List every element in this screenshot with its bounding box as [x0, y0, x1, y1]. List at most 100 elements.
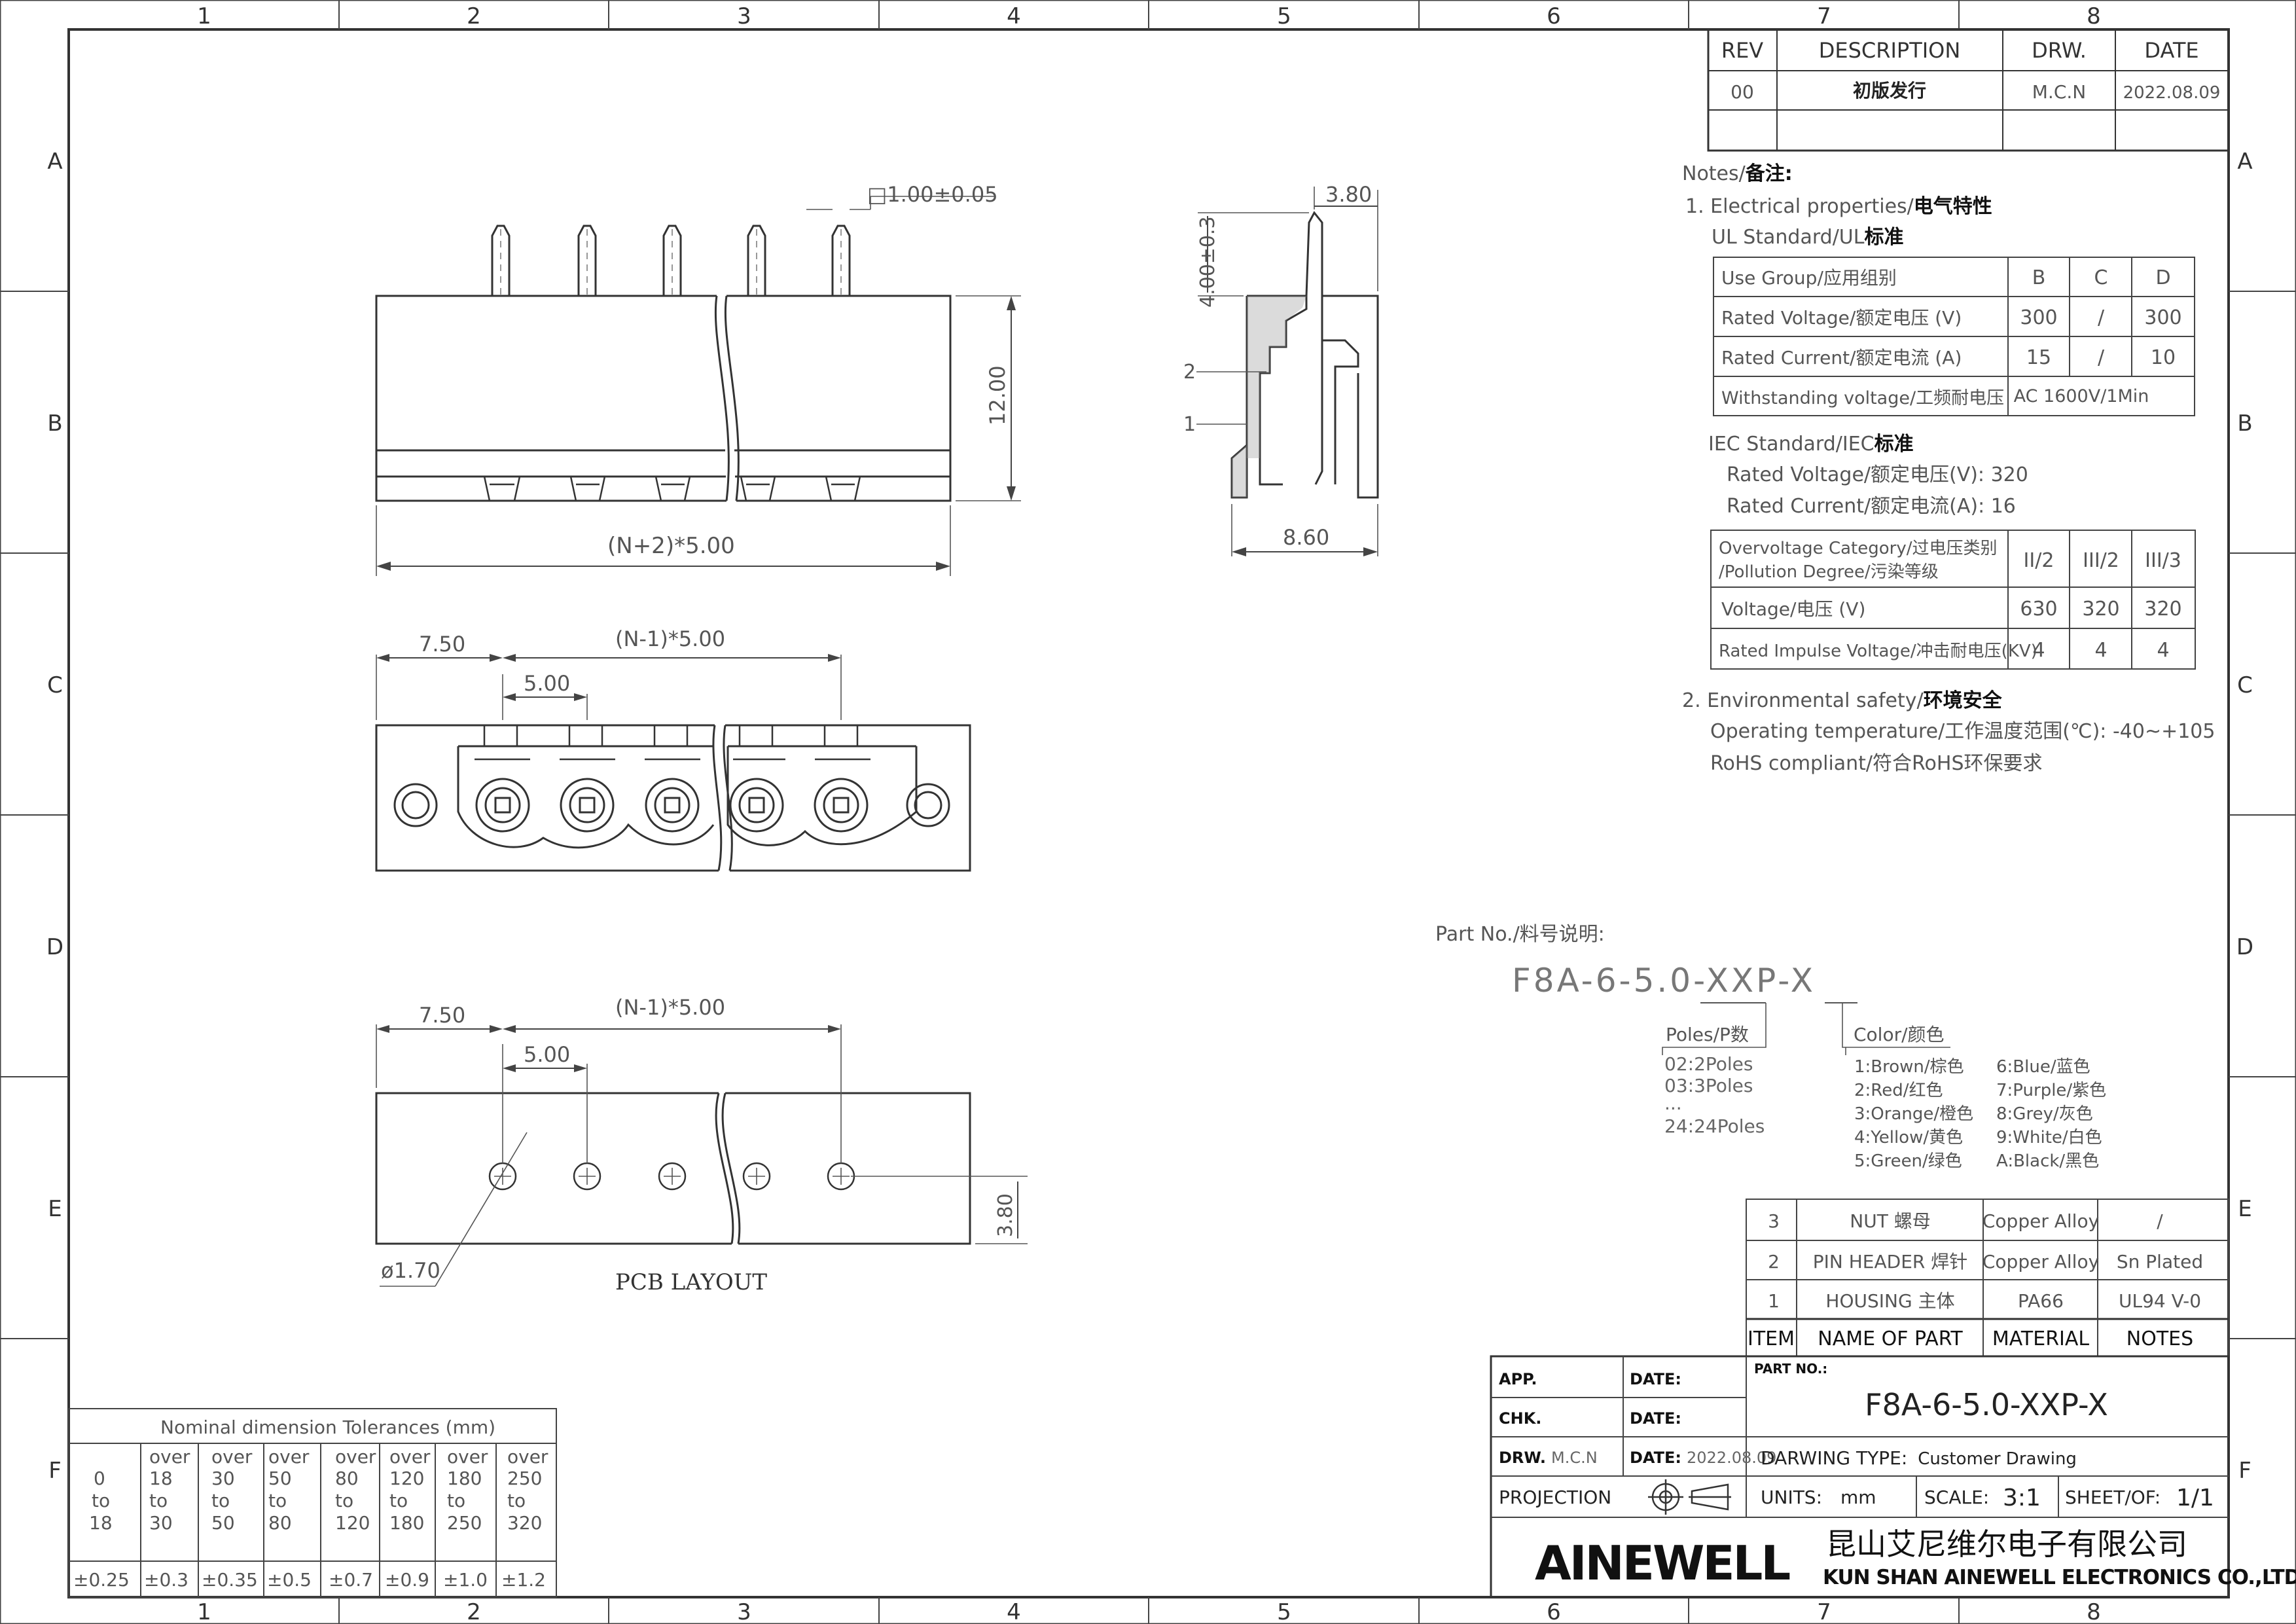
drw-label: DRW.: [1499, 1449, 1546, 1467]
tolerance-range: 180: [389, 1512, 424, 1534]
color-option: 3:Orange/橙色: [1854, 1104, 1973, 1124]
tolerance-range: 30: [211, 1468, 235, 1489]
col-label: 2: [467, 3, 481, 29]
bom-table: 3 NUT 螺母 Copper Alloy / 2 PIN HEADER 焊针 …: [1746, 1199, 2229, 1357]
note-2: 2. Environmental safety/: [1682, 689, 1924, 712]
svg-text:DARWING TYPE:Customer Drawing: DARWING TYPE: Customer Drawing: [1761, 1447, 2077, 1469]
part-no-code: F8A-6-5.0-XXP-X: [1512, 962, 1816, 1000]
ul-row-label: Rated Voltage/额定电压 (V): [1721, 307, 1962, 329]
color-title: Color/颜色: [1854, 1024, 1945, 1045]
iec-rated-voltage: Rated Voltage/额定电压(V): 320: [1727, 463, 2028, 486]
poles-option: 02:2Poles: [1664, 1053, 1753, 1075]
tolerance-range: 320: [507, 1512, 542, 1534]
color-option: 7:Purple/紫色: [1996, 1081, 2106, 1100]
tolerance-value: ±0.25: [73, 1569, 130, 1591]
iec-cell: III/3: [2145, 549, 2181, 572]
bom-item: 1: [1768, 1290, 1780, 1312]
tolerance-value: ±0.9: [385, 1569, 429, 1591]
row-label: B: [47, 410, 62, 437]
tolerance-value: ±0.7: [329, 1569, 373, 1591]
notes-title: Notes/: [1682, 162, 1746, 185]
row-label: A: [47, 149, 62, 175]
svg-text:Notes/备注:: Notes/备注:: [1682, 162, 1793, 185]
bom-notes: Sn Plated: [2117, 1251, 2203, 1272]
row-label: C: [2237, 672, 2253, 698]
tolerance-range: over: [335, 1446, 376, 1468]
pin-size-dimension: □1.00±0.05: [867, 182, 998, 207]
edge-dimension: 7.50: [419, 632, 465, 657]
tolerance-range: to: [389, 1490, 408, 1511]
tolerance-range: 180: [447, 1468, 482, 1489]
revision-table: REV DESCRIPTION DRW. DATE 00 初版发行 M.C.N …: [1707, 28, 2230, 152]
col-label: 3: [737, 3, 751, 29]
ul-table: Use Group/应用组别 Rated Voltage/额定电压 (V) Ra…: [1713, 257, 2195, 416]
col-label: 3: [737, 1599, 751, 1624]
tolerance-range: 50: [268, 1468, 292, 1489]
projection-symbol-icon: [1648, 1479, 1731, 1515]
tolerance-range: 18: [89, 1512, 113, 1534]
row-label: D: [2236, 934, 2253, 960]
tolerance-range: to: [507, 1490, 526, 1511]
pcb-span-dimension: (N-1)*5.00: [615, 995, 725, 1020]
iec-cell: 4: [2032, 639, 2045, 662]
rev-header: REV: [1721, 38, 1763, 63]
pcb-height-dimension: 3.80: [994, 1193, 1017, 1237]
date-label: DATE:: [1630, 1449, 1681, 1467]
svg-text:IEC Standard/IEC标准: IEC Standard/IEC标准: [1708, 433, 1914, 456]
ul-cell: 300: [2144, 306, 2181, 329]
tolerance-range: over: [389, 1446, 431, 1468]
tolerance-range: over: [507, 1446, 548, 1468]
pitch-dimension: 5.00: [524, 671, 570, 696]
ul-cell: /: [2098, 346, 2105, 369]
poles-title: Poles/P数: [1666, 1024, 1749, 1045]
height-dimension: 12.00: [985, 365, 1010, 425]
col-label: 7: [1817, 1599, 1831, 1624]
color-option: 4:Yellow/黄色: [1854, 1128, 1963, 1147]
part-no-label: Part No./料号说明:: [1435, 923, 1605, 946]
pitch-span-dimension: (N-1)*5.00: [615, 626, 725, 651]
iec-row-label: /Pollution Degree/污染等级: [1719, 562, 1939, 582]
scale-label: SCALE:: [1924, 1487, 1989, 1508]
tolerance-value: ±1.2: [501, 1569, 546, 1591]
callout-1: 1: [1183, 413, 1196, 436]
ul-cell: D: [2155, 266, 2170, 289]
color-option: 5:Green/绿色: [1854, 1151, 1962, 1171]
svg-text:1. Electrical properties/电气特性: 1. Electrical properties/电气特性: [1685, 195, 1992, 218]
tolerance-range: to: [92, 1490, 110, 1511]
bom-name: HOUSING 主体: [1825, 1290, 1954, 1312]
ul-row-label: Withstanding voltage/工频耐电压: [1721, 388, 2004, 408]
iec-cell: II/2: [2024, 549, 2054, 572]
color-option: 8:Grey/灰色: [1996, 1104, 2093, 1124]
rev-value: 00: [1731, 81, 1754, 103]
bom-item: 3: [1768, 1210, 1780, 1232]
tolerance-range: 80: [268, 1512, 292, 1534]
iec-cell: 320: [2144, 598, 2181, 621]
side-pin-dimension: 4.00±0.3: [1196, 216, 1219, 308]
svg-text:UL Standard/UL标准: UL Standard/UL标准: [1712, 226, 1903, 249]
tolerance-range: 50: [211, 1512, 235, 1534]
drawing-type-label: DARWING TYPE:: [1761, 1447, 1907, 1469]
ul-cell: C: [2094, 266, 2108, 289]
tolerance-range: to: [149, 1490, 168, 1511]
color-option: 1:Brown/棕色: [1854, 1057, 1964, 1077]
svg-text:DRW.M.C.N: DRW.M.C.N: [1499, 1449, 1598, 1467]
poles-option: ...: [1664, 1092, 1682, 1114]
tolerance-range: to: [447, 1490, 465, 1511]
bom-header-item: ITEM: [1748, 1327, 1795, 1350]
ul-cell: B: [2032, 266, 2046, 289]
ul-cell: AC 1600V/1Min: [2014, 386, 2149, 406]
tolerance-value: ±0.3: [144, 1569, 188, 1591]
bom-material: PA66: [2018, 1290, 2064, 1312]
drawing-type-value: Customer Drawing: [1918, 1449, 2077, 1469]
row-label: D: [46, 934, 63, 960]
part-no-field-label: PART NO.:: [1754, 1361, 1827, 1377]
tolerance-range: 120: [335, 1512, 370, 1534]
pcb-edge-dimension: 7.50: [419, 1003, 465, 1028]
svg-text:2. Environmental safety/环境安全: 2. Environmental safety/环境安全: [1682, 689, 2003, 712]
row-label: E: [48, 1196, 62, 1222]
col-label: 5: [1277, 1599, 1291, 1624]
color-option: A:Black/黑色: [1996, 1151, 2099, 1171]
col-label: 5: [1277, 3, 1291, 29]
svg-text:DATE:2022.08.09: DATE:2022.08.09: [1630, 1449, 1776, 1467]
ul-standard: UL Standard/UL: [1712, 226, 1865, 249]
